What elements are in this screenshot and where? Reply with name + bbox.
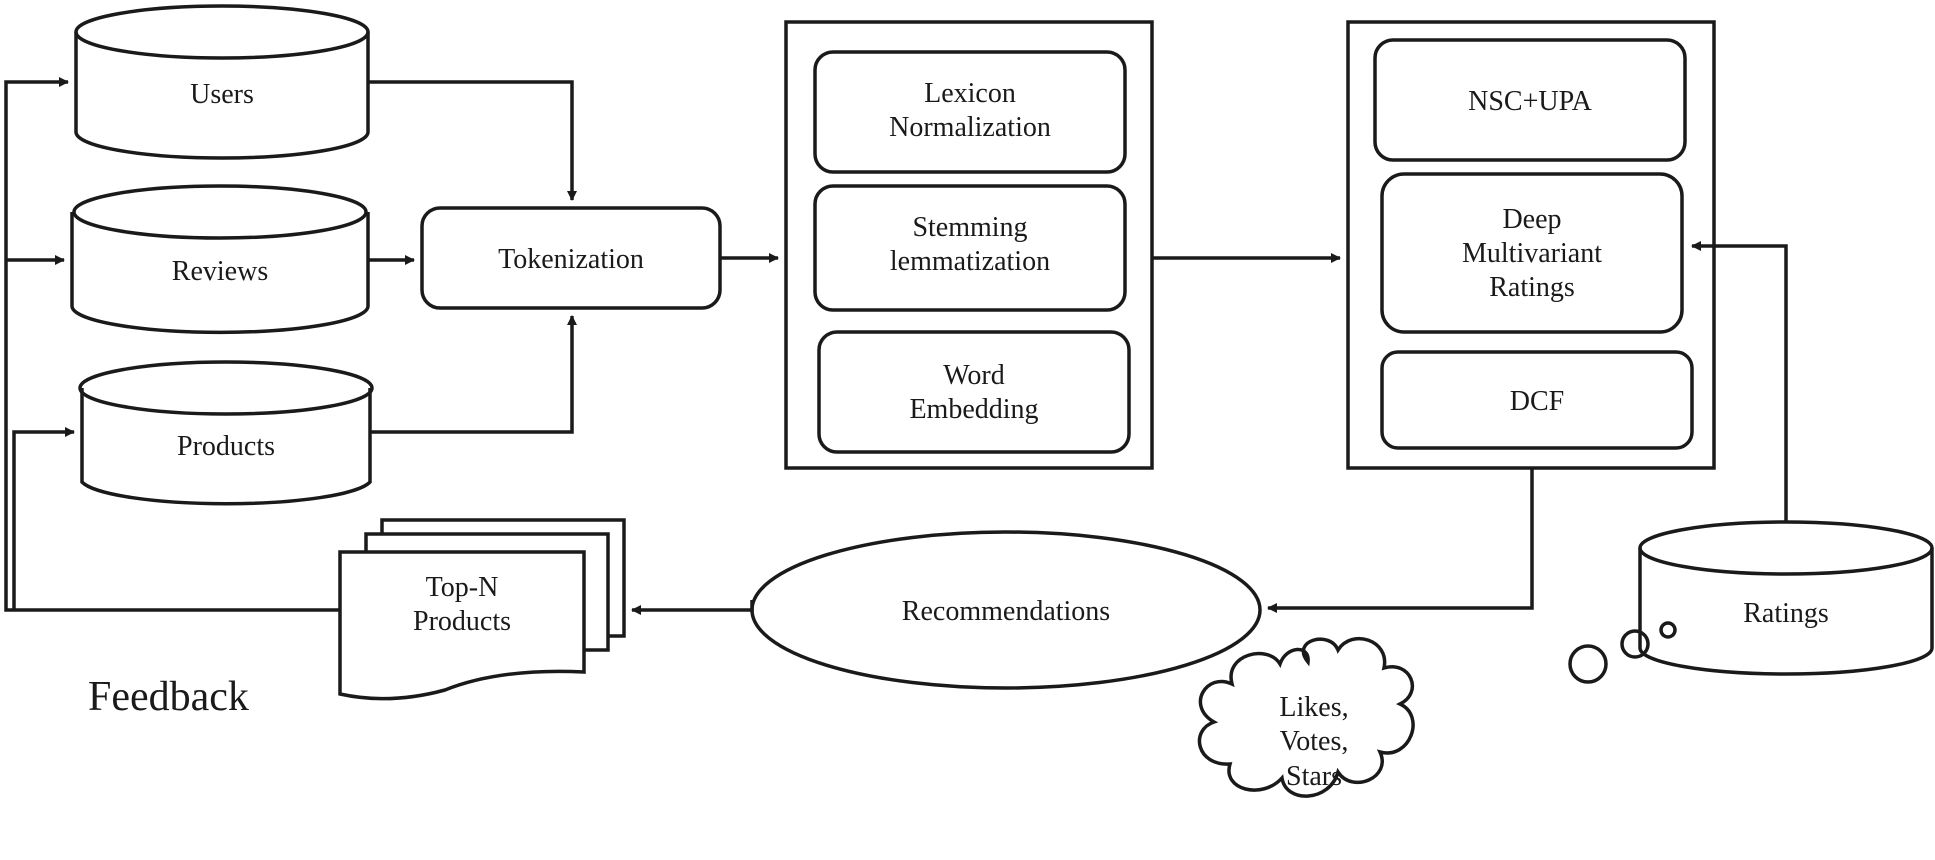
lexicon-normalization-box: [813, 50, 1127, 174]
stemming-line2: lemmatization: [890, 246, 1050, 277]
users-database: [74, 4, 370, 160]
deep-multivariant-ratings-box: [1380, 172, 1684, 334]
feedback-label: Feedback: [88, 674, 249, 720]
tokenization-label: Tokenization: [498, 244, 644, 275]
cloud-line3: Stars: [1286, 761, 1342, 792]
reviews-database: [70, 184, 370, 335]
embedding-line1: Word: [943, 360, 1005, 391]
dcf-label: DCF: [1510, 386, 1564, 417]
stemming-lemmatization-box: [813, 184, 1127, 312]
products-database: [78, 360, 374, 506]
word-embedding-box: [817, 330, 1131, 454]
topn-line2: Products: [413, 606, 511, 637]
preprocessing-panel: [784, 20, 1154, 470]
dcf-box: [1380, 350, 1694, 450]
reviews-label: Reviews: [172, 256, 268, 287]
users-label: Users: [190, 79, 254, 110]
products-label: Products: [177, 431, 275, 462]
cloud-line2: Votes,: [1280, 726, 1349, 757]
top-n-products-documents: [338, 518, 626, 701]
nsc-upa-label: NSC+UPA: [1468, 86, 1592, 117]
stemming-line1: Stemming: [912, 212, 1027, 243]
recommendations-label: Recommendations: [902, 596, 1110, 627]
feedback-cloud: [1197, 621, 1677, 798]
lexicon-line1: Lexicon: [924, 78, 1016, 109]
deep-line3: Ratings: [1489, 272, 1575, 303]
cloud-line1: Likes,: [1279, 692, 1348, 723]
embedding-line2: Embedding: [909, 394, 1038, 425]
topn-line1: Top-N: [426, 572, 499, 603]
lexicon-line2: Normalization: [889, 112, 1051, 143]
nsc-upa-box: [1373, 38, 1687, 162]
deep-line2: Multivariant: [1462, 238, 1602, 269]
deep-line1: Deep: [1502, 204, 1561, 235]
ratings-label: Ratings: [1743, 598, 1829, 629]
connectors: [4, 77, 1788, 612]
